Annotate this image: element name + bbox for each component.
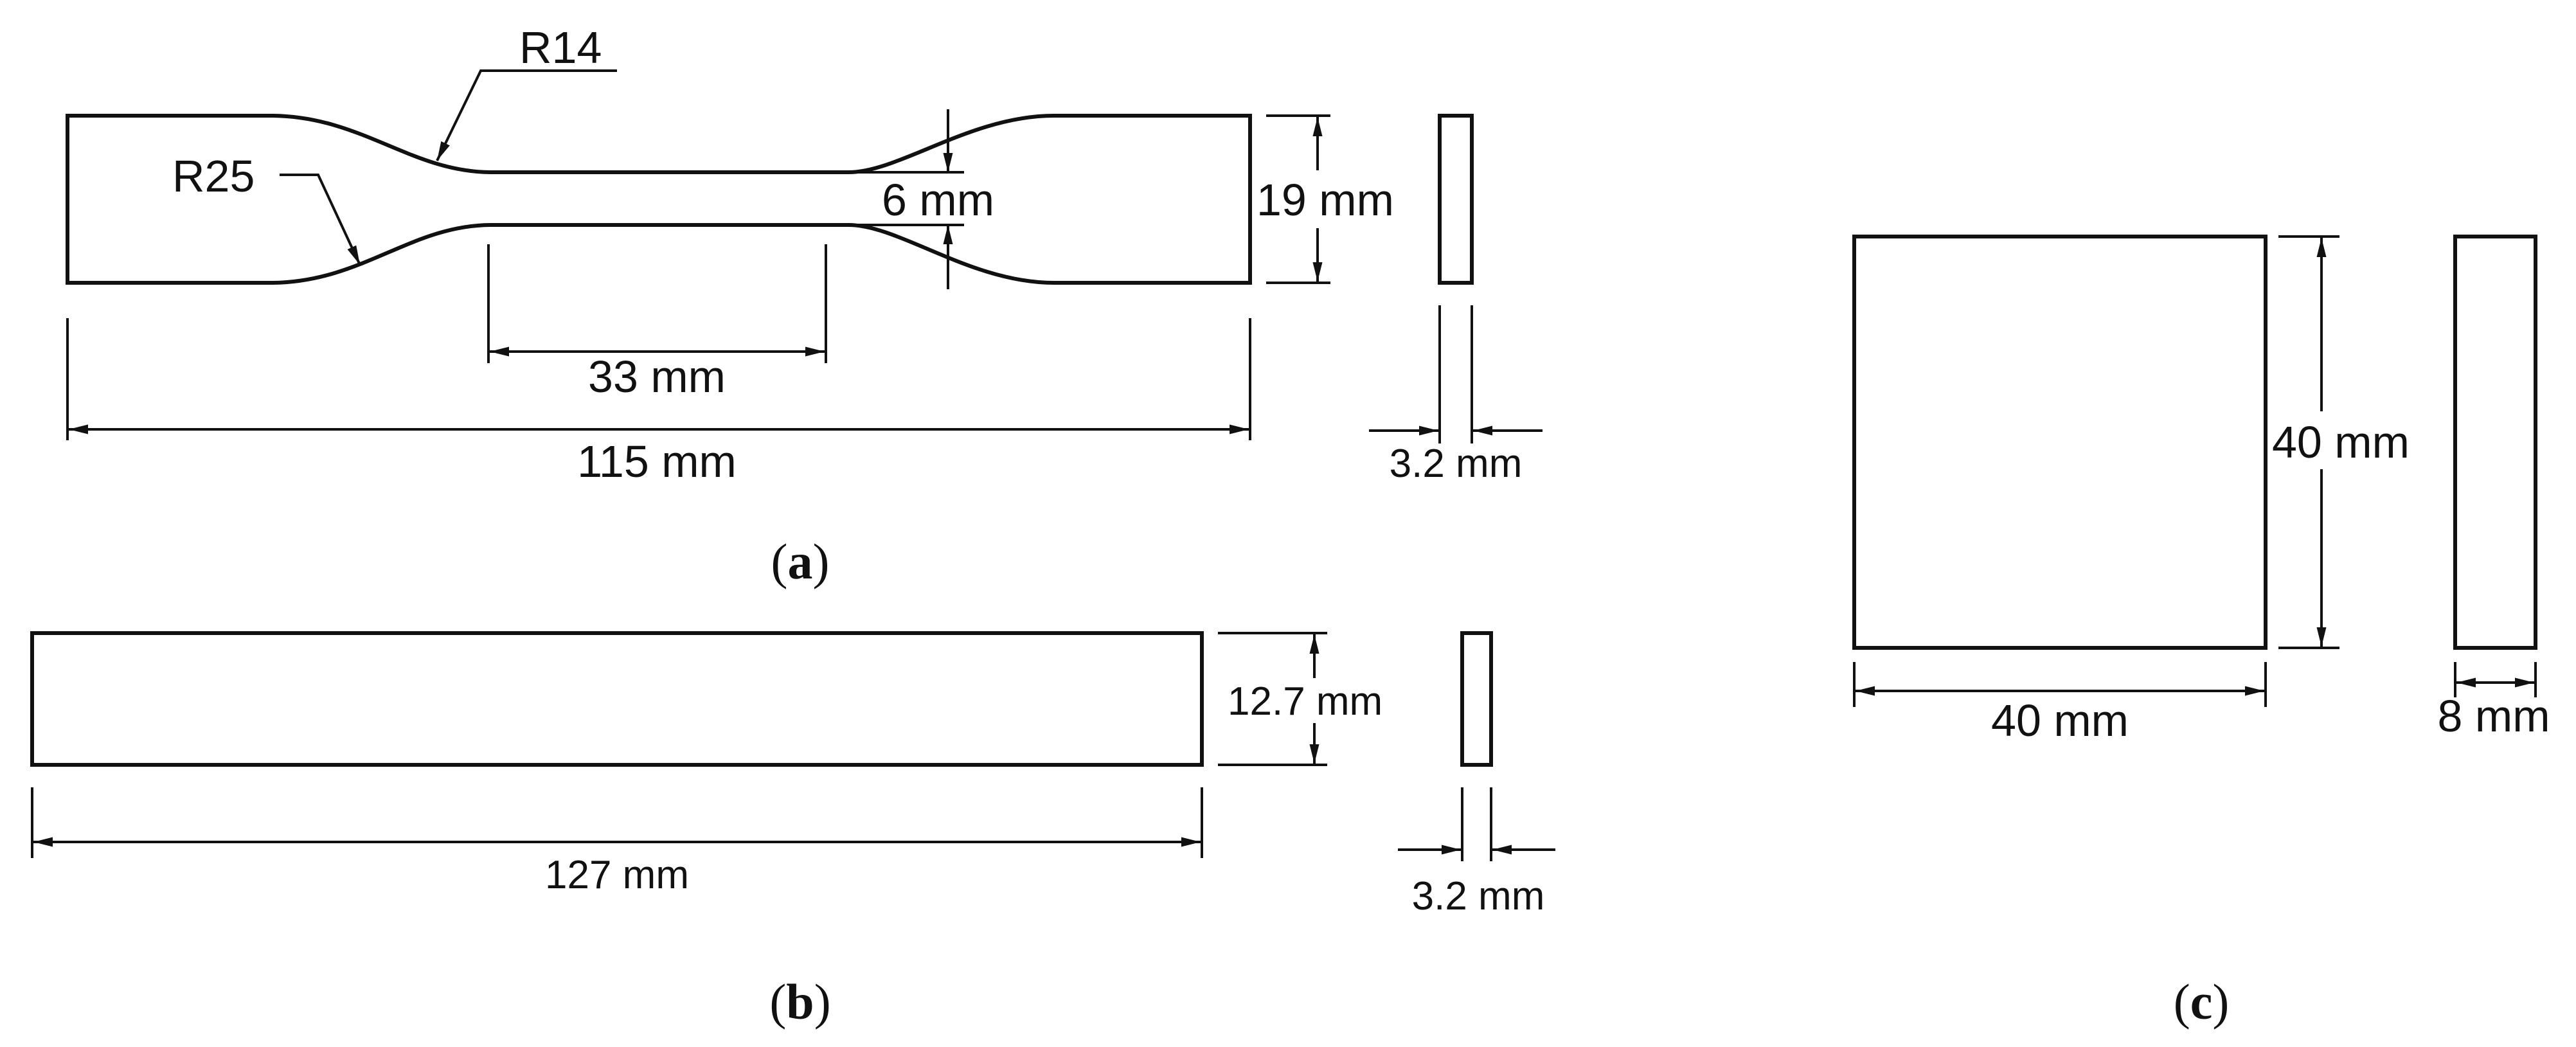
dogbone-outline [66,114,1252,285]
panel-a: R14 R25 6 mm 19 mm 33 mm 115 mm 3.2 mm [66,22,1543,589]
grip-width-label: 19 mm [1257,175,1394,225]
panel-b: 12.7 mm 127 mm 3.2 mm (b) [30,631,1555,1030]
plate-height-label: 40 mm [2272,417,2410,467]
r14-label: R14 [519,22,602,73]
thickness-label-b: 3.2 mm [1412,874,1545,918]
panel-c: 40 mm 40 mm 8 mm (c) [1852,235,2550,1030]
caption-c-letter: c [2190,974,2213,1030]
caption-b-letter: b [786,974,814,1030]
side-view-b [1460,631,1493,767]
side-view-a [1438,114,1474,285]
caption-b: (b) [769,974,830,1030]
caption-c: (c) [2174,974,2230,1030]
caption-a-letter: a [788,533,813,589]
r25-label: R25 [172,151,255,201]
bar-length-label: 127 mm [545,853,689,897]
bar-height-label: 12.7 mm [1228,679,1382,724]
thickness-label-a: 3.2 mm [1390,442,1523,486]
side-view-c [2453,235,2537,650]
thickness-label-c: 8 mm [2438,691,2550,741]
plate-outline [1852,235,2267,650]
narrow-width-label: 6 mm [882,175,994,225]
bar-outline [30,631,1204,767]
r25-leader [280,174,361,265]
gauge-length-label: 33 mm [588,352,726,402]
plate-width-label: 40 mm [1991,695,2129,746]
caption-a: (a) [771,533,830,589]
r14-leader [436,69,617,161]
overall-length-label: 115 mm [577,436,737,487]
